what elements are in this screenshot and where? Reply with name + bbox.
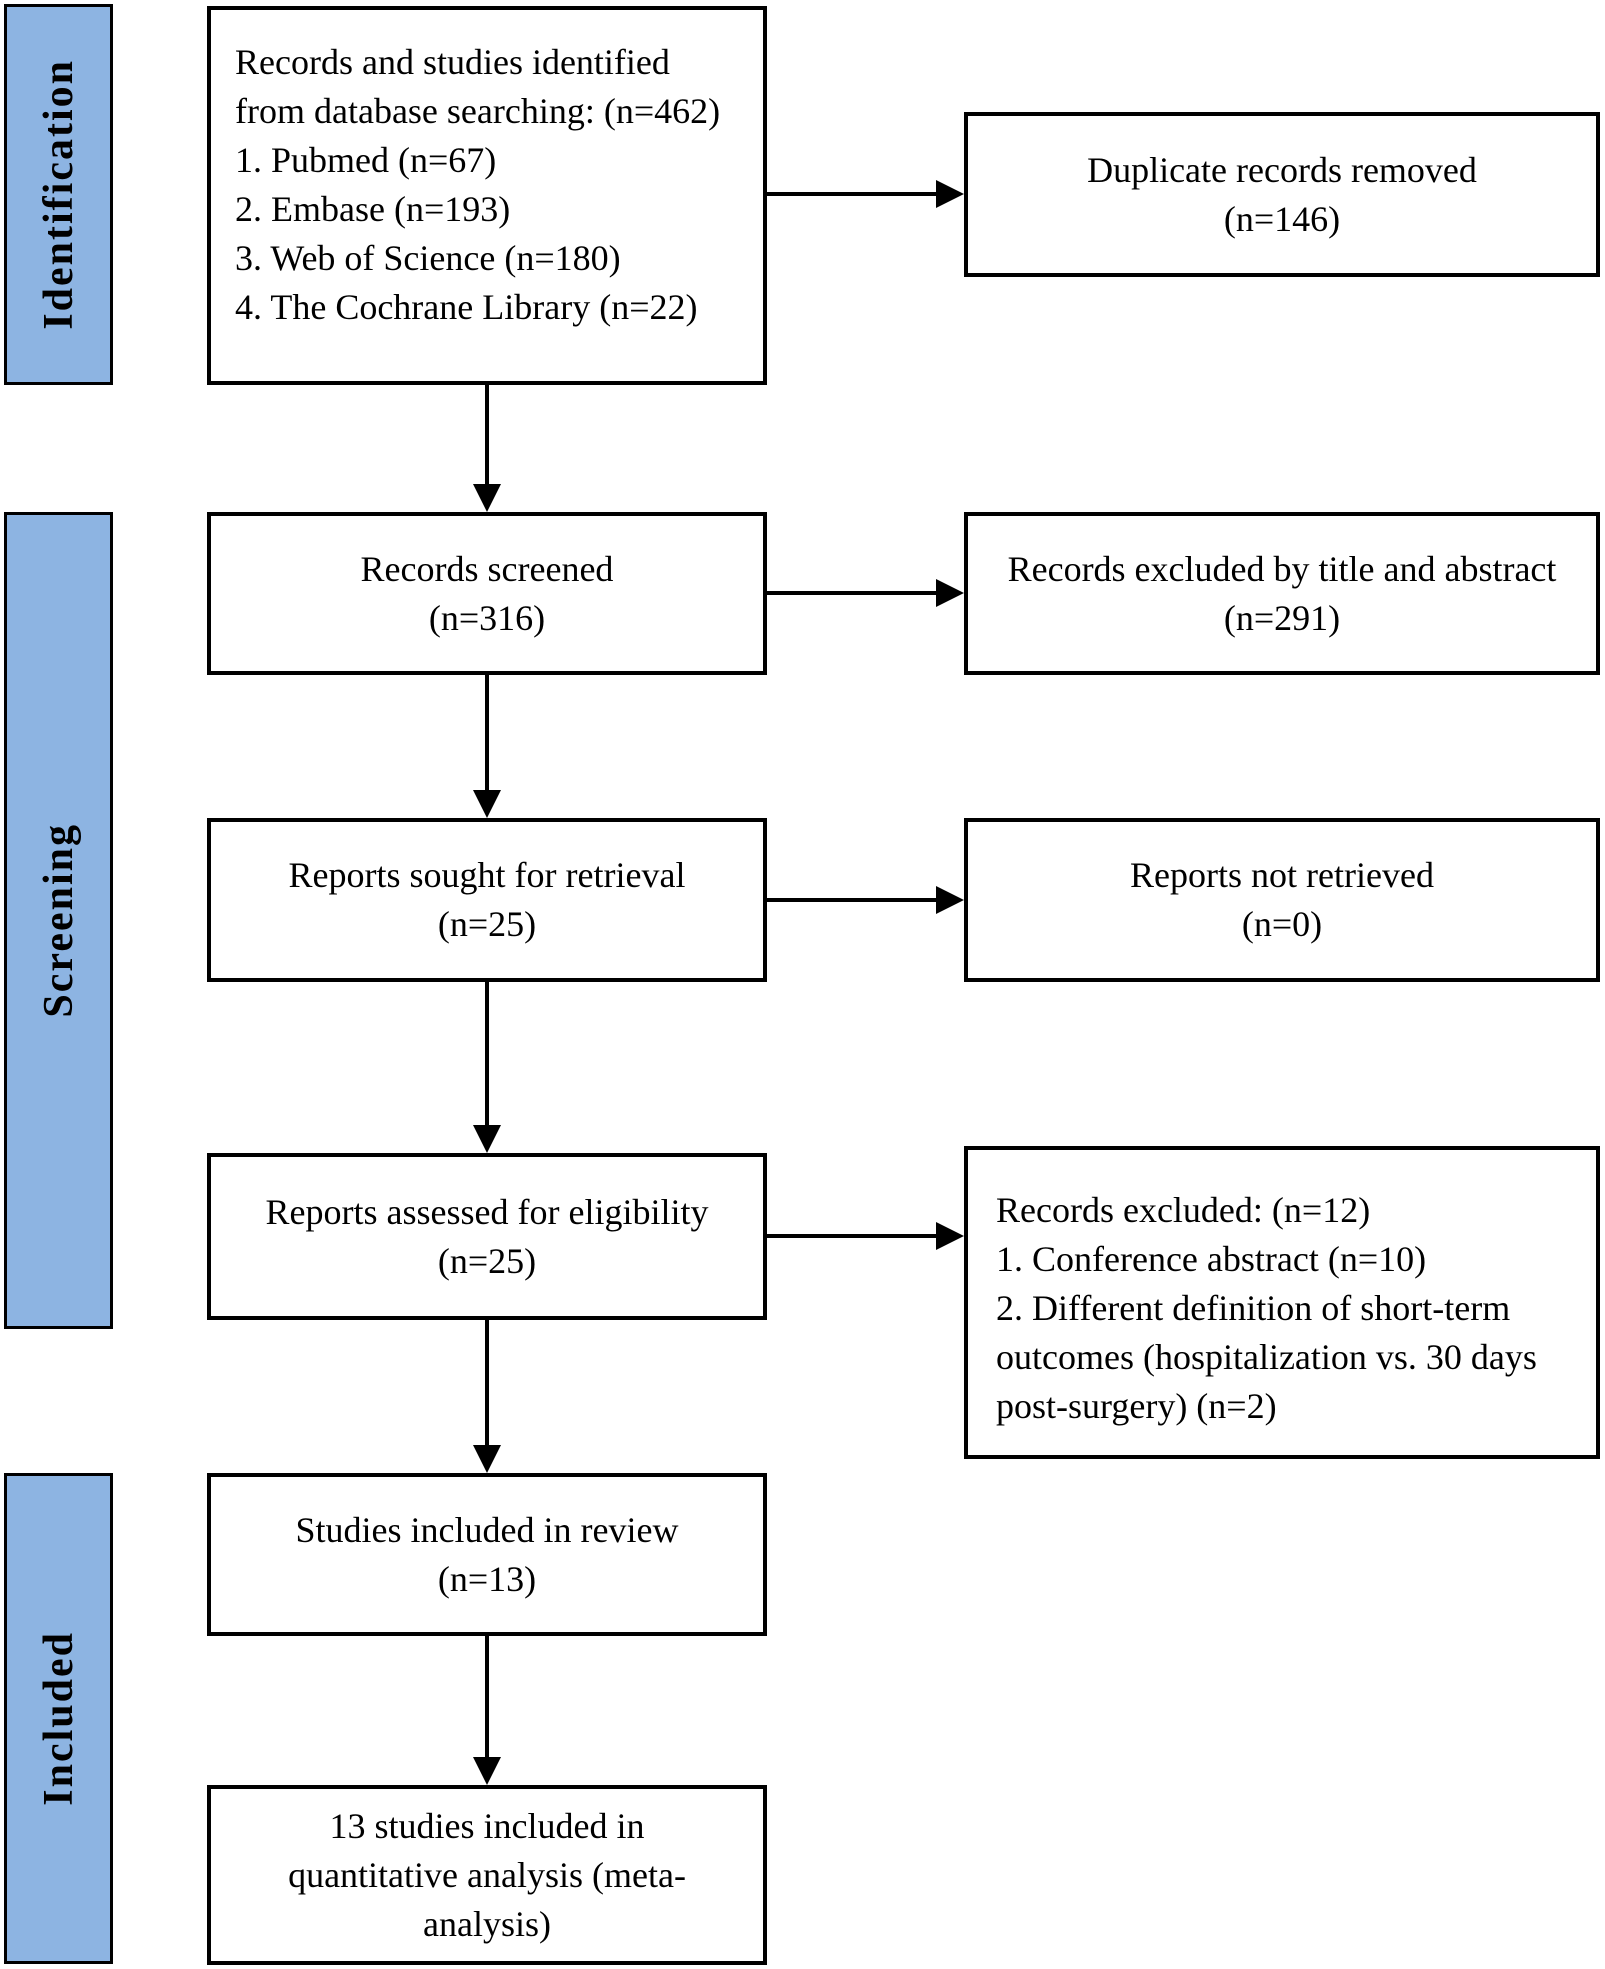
arrow-to-duplicates-head — [936, 180, 964, 208]
arrow-included-to-quantitative-head — [473, 1757, 501, 1785]
records-excluded-intro: Records excluded: (n=12) — [996, 1190, 1371, 1230]
arrow-to-not-retrieved-head — [936, 886, 964, 914]
records-identified-intro: Records and studies identified from data… — [235, 42, 721, 131]
box-excluded-title-abstract: Records excluded by title and abstract (… — [964, 512, 1600, 675]
arrow-screened-to-sought-shaft — [485, 675, 489, 794]
arrow-assessed-to-included-shaft — [485, 1320, 489, 1449]
box-studies-included-review: Studies included in review (n=13) — [207, 1473, 767, 1636]
duplicates-removed-count: (n=146) — [1223, 198, 1341, 239]
reports-sought-count: (n=25) — [437, 904, 537, 944]
excluded-title-abstract-count: (n=291) — [1223, 597, 1341, 638]
stage-bar-included: Included — [4, 1473, 113, 1964]
duplicates-removed-title: Duplicate records removed — [1087, 149, 1477, 190]
arrow-identified-to-screened-shaft — [485, 385, 489, 488]
studies-included-count: (n=13) — [437, 1558, 537, 1599]
arrow-screened-to-sought-head — [473, 790, 501, 818]
arrow-included-to-quantitative-shaft — [485, 1636, 489, 1761]
database-item-pubmed: 1. Pubmed (n=67) — [235, 140, 497, 180]
database-item-cochrane: 4. The Cochrane Library (n=22) — [235, 287, 698, 327]
stage-label-identification: Identification — [35, 59, 82, 330]
arrow-to-excluded-eligibility-shaft — [767, 1234, 940, 1238]
arrow-sought-to-assessed-shaft — [485, 982, 489, 1129]
database-item-embase: 2. Embase (n=193) — [235, 189, 511, 229]
arrow-identified-to-screened-head — [473, 484, 501, 512]
reports-not-retrieved-title: Reports not retrieved — [1130, 855, 1434, 895]
records-identified-list: 1. Pubmed (n=67) 2. Embase (n=193) 3. We… — [235, 136, 743, 332]
excluded-item-different-definition: 2. Different definition of short-term ou… — [996, 1288, 1537, 1426]
arrow-to-not-retrieved-shaft — [767, 898, 940, 902]
reports-sought-title: Reports sought for retrieval — [288, 855, 686, 895]
excluded-item-conference-abstract: 1. Conference abstract (n=10) — [996, 1239, 1427, 1279]
arrow-to-excluded-title-abstract-head — [936, 579, 964, 607]
box-reports-not-retrieved: Reports not retrieved (n=0) — [964, 818, 1600, 982]
records-screened-count: (n=316) — [428, 597, 546, 638]
reports-assessed-title: Reports assessed for eligibility — [265, 1191, 709, 1232]
arrow-assessed-to-included-head — [473, 1445, 501, 1473]
arrow-to-duplicates-shaft — [767, 192, 940, 196]
box-reports-sought: Reports sought for retrieval (n=25) — [207, 818, 767, 982]
records-screened-title: Records screened — [360, 548, 614, 589]
quantitative-analysis-text: 13 studies included in quantitative anal… — [288, 1805, 686, 1944]
box-records-screened: Records screened (n=316) — [207, 512, 767, 675]
box-records-excluded-eligibility: Records excluded: (n=12) 1. Conference a… — [964, 1146, 1600, 1459]
database-item-web-of-science: 3. Web of Science (n=180) — [235, 238, 621, 278]
stage-bar-screening: Screening — [4, 512, 113, 1329]
records-excluded-list: 1. Conference abstract (n=10) 2. Differe… — [996, 1235, 1576, 1431]
stage-label-screening: Screening — [35, 823, 82, 1018]
arrow-sought-to-assessed-head — [473, 1125, 501, 1153]
excluded-title-abstract-title: Records excluded by title and abstract — [1007, 548, 1557, 589]
arrow-to-excluded-title-abstract-shaft — [767, 591, 940, 595]
box-quantitative-analysis: 13 studies included in quantitative anal… — [207, 1785, 767, 1965]
stage-bar-identification: Identification — [4, 4, 113, 385]
stage-label-included: Included — [35, 1631, 82, 1806]
studies-included-title: Studies included in review — [295, 1509, 679, 1550]
box-duplicates-removed: Duplicate records removed (n=146) — [964, 112, 1600, 277]
reports-assessed-count: (n=25) — [437, 1240, 537, 1281]
reports-not-retrieved-count: (n=0) — [1241, 904, 1323, 944]
arrow-to-excluded-eligibility-head — [936, 1222, 964, 1250]
box-reports-assessed: Reports assessed for eligibility (n=25) — [207, 1153, 767, 1320]
box-records-identified: Records and studies identified from data… — [207, 6, 767, 385]
